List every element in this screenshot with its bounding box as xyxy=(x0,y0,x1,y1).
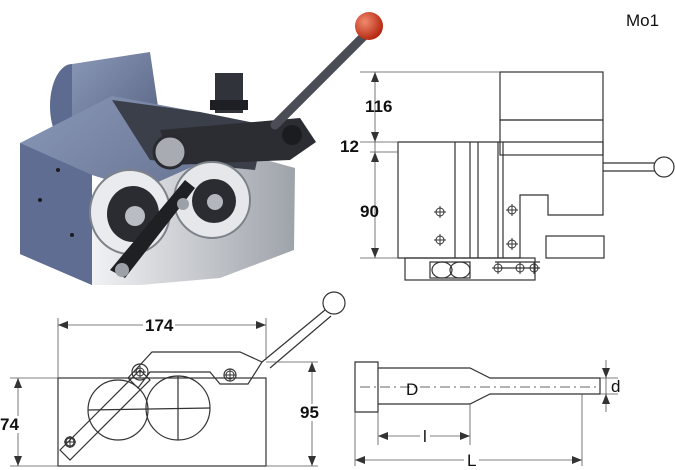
front-dim-width: 174 xyxy=(143,316,176,335)
handle-knob xyxy=(355,12,383,40)
wheel-right xyxy=(173,161,251,239)
side-dim-top: 116 xyxy=(365,97,393,116)
side-dim-body: 90 xyxy=(360,202,379,221)
terminal-label-inner-len: l xyxy=(420,428,430,445)
side-dim-gap: 12 xyxy=(340,137,359,156)
terminal-label-big-dia: D xyxy=(406,380,419,399)
terminal-label-small-dia: d xyxy=(611,377,621,396)
front-dim-left-height: 74 xyxy=(0,415,19,434)
linkage xyxy=(160,118,316,165)
terminal-label-total-len: L xyxy=(464,452,480,469)
front-dim-right-height: 95 xyxy=(300,403,319,422)
corner-label: Mo1 xyxy=(626,11,660,30)
